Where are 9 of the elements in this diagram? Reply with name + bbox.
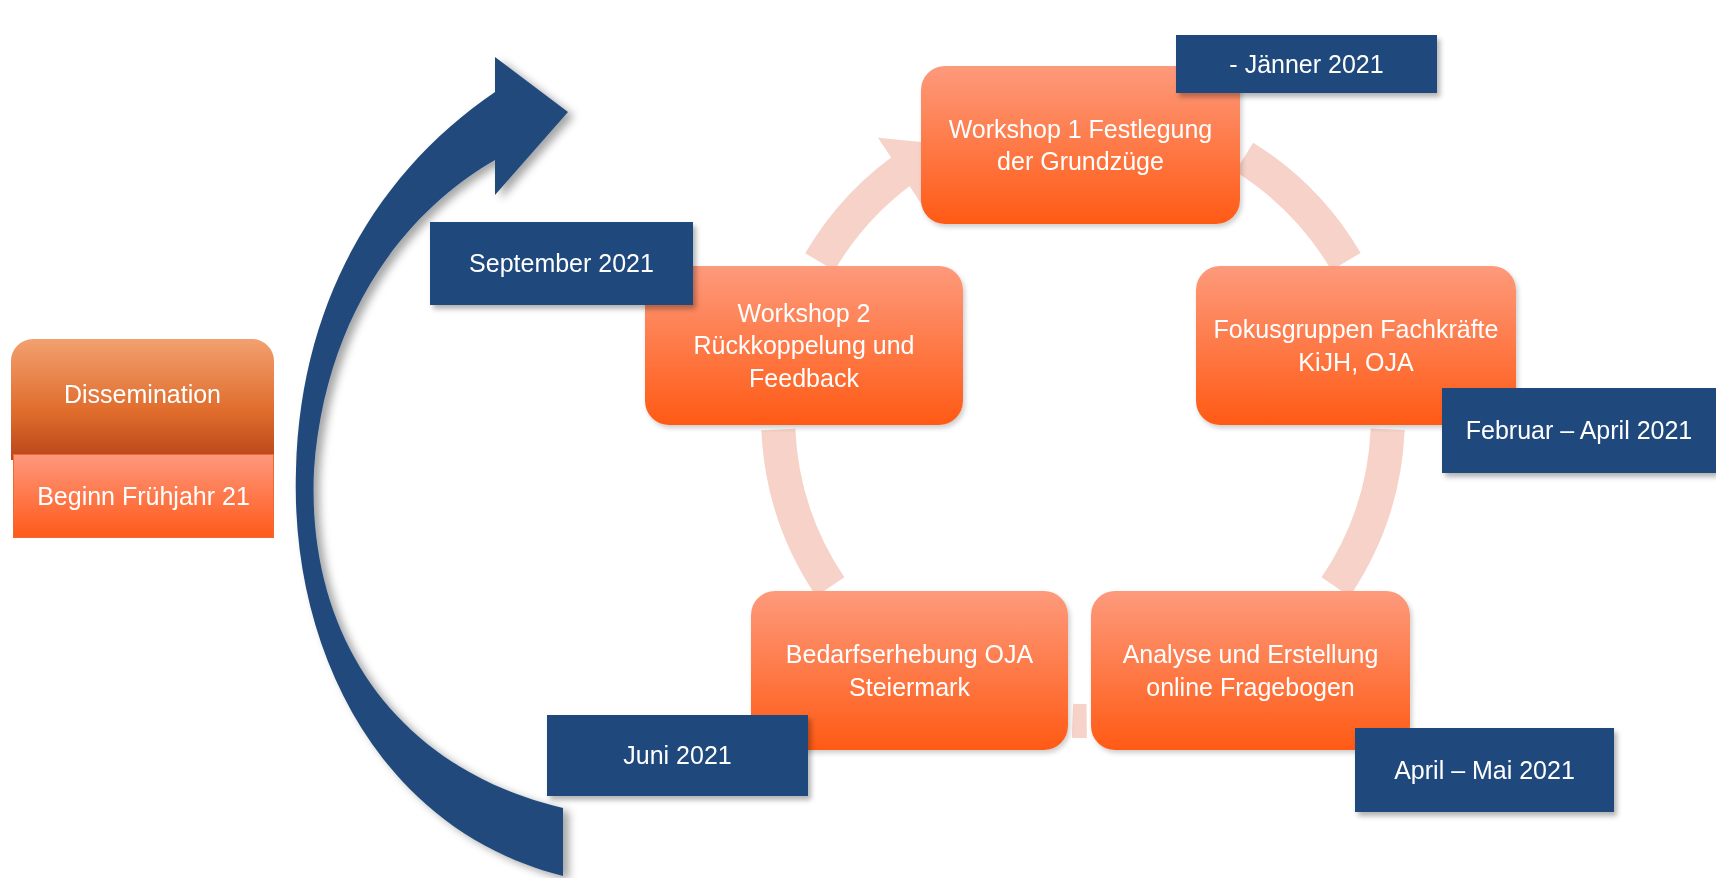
date-label: September 2021 <box>430 222 693 305</box>
process-box: Bedarfserhebung OJA Steiermark <box>751 591 1068 750</box>
start-label: Beginn Frühjahr 21 <box>13 454 274 538</box>
date-label: Juni 2021 <box>547 715 808 796</box>
date-label: - Jänner 2021 <box>1176 35 1437 93</box>
process-box: Analyse und Erstellung online Fragebogen <box>1091 591 1410 750</box>
process-box: Dissemination <box>11 339 274 460</box>
date-label: April – Mai 2021 <box>1355 728 1614 812</box>
date-label: Februar – April 2021 <box>1442 388 1716 473</box>
